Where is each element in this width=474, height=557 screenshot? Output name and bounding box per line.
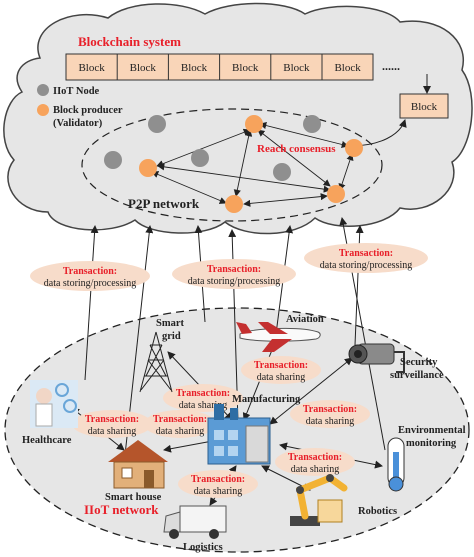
block-label: Block xyxy=(334,62,361,74)
manufacturing-label: Manufacturing xyxy=(232,394,301,405)
legend-producer-dot xyxy=(37,104,49,116)
legend-node-label: IIoT Node xyxy=(53,86,100,97)
transaction-title: Transaction: xyxy=(288,452,342,463)
block-label: Block xyxy=(232,62,259,74)
robotics-label: Robotics xyxy=(358,506,397,517)
security-camera-icon xyxy=(348,343,405,373)
transaction-bubble-iiot: Transaction:data sharing xyxy=(290,400,370,428)
smart-grid-icon xyxy=(139,331,173,393)
healthcare-label: Healthcare xyxy=(22,435,72,446)
transaction-body: data sharing xyxy=(88,426,137,437)
env-label-1: Environmental xyxy=(398,425,466,436)
transaction-title: Transaction: xyxy=(207,264,261,275)
truck-icon xyxy=(163,505,227,539)
legend-producer-label: Block producer xyxy=(53,105,123,116)
smart-grid-label-1: Smart xyxy=(156,318,184,329)
transaction-bubble-top: Transaction:data storing/processing xyxy=(30,261,150,291)
transaction-body: data sharing xyxy=(257,372,306,383)
transaction-body: data storing/processing xyxy=(44,278,136,289)
transaction-bubble-iiot: Transaction:data sharing xyxy=(241,356,321,384)
block-label: Block xyxy=(283,62,310,74)
block-label: Block xyxy=(181,62,208,74)
transaction-body: data sharing xyxy=(291,464,340,475)
transaction-title: Transaction: xyxy=(191,474,245,485)
transaction-title: Transaction: xyxy=(63,266,117,277)
env-label-2: monitoring xyxy=(406,438,457,449)
iiot-nodes xyxy=(104,115,321,181)
block-label: Block xyxy=(78,62,105,74)
transaction-body: data storing/processing xyxy=(188,276,280,287)
consensus-label: Reach consensus xyxy=(257,143,336,155)
p2p-boundary xyxy=(81,108,383,222)
transaction-title: Transaction: xyxy=(85,414,139,425)
chain-ellipsis: ...... xyxy=(382,59,400,73)
transaction-bubble-top: Transaction:data storing/processing xyxy=(172,259,296,289)
smart-grid-label-2: grid xyxy=(162,331,181,342)
airplane-icon xyxy=(236,322,321,352)
transaction-body: data sharing xyxy=(306,416,355,427)
transaction-body: data storing/processing xyxy=(320,260,412,271)
transaction-body: data sharing xyxy=(179,400,228,411)
p2p-label: P2P network xyxy=(128,196,200,211)
legend-producer-sub: (Validator) xyxy=(53,118,103,129)
block-producers xyxy=(139,115,363,213)
transaction-title: Transaction: xyxy=(176,388,230,399)
block-chain: Block Block Block Block Block Block ...... xyxy=(65,53,400,81)
transaction-bubble-iiot: Transaction:data sharing xyxy=(275,448,355,476)
block-label: Block xyxy=(130,62,157,74)
transaction-bubble-iiot: Transaction:data sharing xyxy=(72,410,152,438)
aviation-label: Aviation xyxy=(286,314,324,325)
new-block-label: Block xyxy=(411,101,438,113)
new-block xyxy=(399,93,449,119)
transaction-body: data sharing xyxy=(194,486,243,497)
legend-node-dot xyxy=(37,84,49,96)
transaction-bubble-iiot: Transaction:data sharing xyxy=(163,384,243,412)
thermometer-icon xyxy=(387,437,405,492)
healthcare-icon xyxy=(30,380,78,428)
iiot-title: IIoT network xyxy=(84,502,159,517)
security-label-2: surveillance xyxy=(390,370,444,381)
transaction-bubble-iiot: Transaction:data sharing xyxy=(178,470,258,498)
logistics-label: Logistics xyxy=(183,542,223,553)
transaction-bubble-top: Transaction:data storing/processing xyxy=(304,243,428,273)
factory-icon xyxy=(207,404,271,465)
smart-house-icon xyxy=(108,440,168,489)
blockchain-title: Blockchain system xyxy=(78,34,181,49)
transaction-title: Transaction: xyxy=(303,404,357,415)
transaction-title: Transaction: xyxy=(339,248,393,259)
transaction-title: Transaction: xyxy=(254,360,308,371)
transaction-title: Transaction: xyxy=(153,414,207,425)
robot-arm-icon xyxy=(290,474,348,526)
security-label-1: Security xyxy=(400,357,438,368)
transaction-body: data sharing xyxy=(156,426,205,437)
consensus-arrows xyxy=(151,122,354,207)
transaction-bubble-iiot: Transaction:data sharing xyxy=(144,410,216,438)
smart-house-label: Smart house xyxy=(105,492,162,503)
